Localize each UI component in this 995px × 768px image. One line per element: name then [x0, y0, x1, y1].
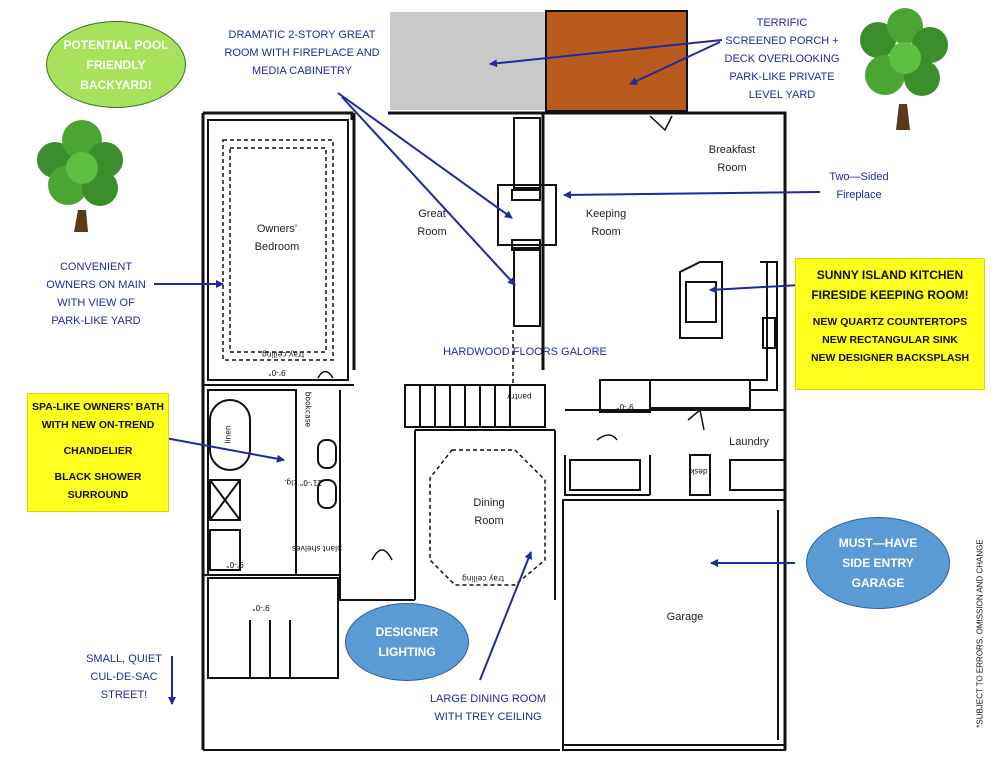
hall-ceiling-label: 9'-0" — [252, 603, 270, 612]
room-great-line-2: Room — [417, 226, 447, 238]
garage-line-3: GARAGE — [851, 576, 905, 590]
pool-line-1: POTENTIAL POOL — [63, 37, 169, 52]
garage-line-1: MUST—HAVE — [838, 536, 918, 550]
linen-label: linen — [223, 425, 233, 444]
great-room-note-line-1: DRAMATIC 2-STORY GREAT — [228, 29, 376, 41]
kitchen-line-2: FIRESIDE KEEPING ROOM! — [811, 288, 969, 302]
pool-callout: POTENTIAL POOL FRIENDLY BACKYARD! — [46, 21, 186, 108]
disclaimer: *SUBJECT TO ERRORS, OMISSION AND CHANGE — [975, 539, 985, 728]
room-laundry: Laundry — [729, 436, 769, 448]
great-room-note-line-2: ROOM WITH FIREPLACE AND — [224, 47, 380, 59]
garage-callout: MUST—HAVE SIDE ENTRY GARAGE — [806, 517, 950, 609]
lighting-line-2: LIGHTING — [378, 645, 436, 659]
interior-walls — [203, 117, 786, 751]
fireplace-note: Two—Sided Fireplace — [812, 168, 906, 204]
bath-line-5: SURROUND — [67, 489, 129, 501]
dining-note: LARGE DINING ROOM WITH TREY CEILING — [418, 690, 558, 726]
room-keeping-line-1: Keeping — [585, 208, 627, 220]
porch-note-line-4: PARK-LIKE PRIVATE — [729, 71, 835, 83]
room-great-line-1: Great — [418, 208, 446, 220]
dining-tray-ceiling-label: tray ceiling — [462, 574, 504, 583]
door-swings — [317, 115, 705, 561]
garage-line-2: SIDE ENTRY — [842, 556, 914, 570]
bath-line-2: WITH NEW ON-TREND — [41, 419, 155, 431]
room-keeping-line-2: Room — [591, 226, 621, 238]
bath-line-1: SPA-LIKE OWNERS’ BATH — [31, 401, 165, 413]
owners-note: CONVENIENT OWNERS ON MAIN WITH VIEW OF P… — [40, 258, 152, 330]
room-dining-line-1: Dining — [473, 497, 505, 509]
room-breakfast: Breakfast Room — [692, 141, 772, 177]
bath-line-3: CHANDELIER — [63, 445, 133, 457]
room-breakfast-line-1: Breakfast — [708, 144, 756, 156]
closet-ceiling-label: 9'-0" — [268, 368, 286, 377]
room-owners-line-2: Bedroom — [254, 241, 300, 253]
plant-shelf-label: plant shelves — [292, 544, 342, 553]
pool-line-2: FRIENDLY — [86, 57, 146, 72]
owners-note-line-4: PARK-LIKE YARD — [51, 315, 141, 327]
owners-note-line-3: WITH VIEW OF — [57, 297, 135, 309]
street-note-line-1: SMALL, QUIET — [86, 653, 162, 665]
owners-note-line-2: OWNERS ON MAIN — [46, 279, 146, 291]
tray-ceiling-outlines — [222, 139, 546, 586]
room-great: Great Room — [402, 205, 462, 241]
kitchen-line-1: SUNNY ISLAND KITCHEN — [816, 268, 964, 282]
great-room-note-line-3: MEDIA CABINETRY — [251, 65, 353, 77]
street-note-line-2: CUL-DE-SAC — [90, 671, 158, 683]
bookcase-label: bookcase — [303, 391, 313, 428]
tree-icon — [860, 8, 948, 130]
callout-arrows — [154, 39, 821, 705]
porch-note-line-2: SCREENED PORCH + — [725, 35, 839, 47]
owners-note-line-1: CONVENIENT — [59, 261, 133, 273]
pool-line-3: BACKYARD! — [80, 77, 152, 92]
pantry-label: pantry — [507, 392, 532, 401]
street-note-line-3: STREET! — [100, 689, 148, 701]
fireplace-note-line-2: Fireplace — [836, 189, 882, 201]
lighting-line-1: DESIGNER — [375, 625, 439, 639]
room-owners-bedroom: Owners’ Bedroom — [242, 220, 312, 256]
room-garage: Garage — [666, 611, 704, 623]
tree-icon — [37, 120, 123, 232]
bedroom-tray-ceiling-label: tray ceiling — [262, 350, 304, 359]
bath-highlight-box: SPA-LIKE OWNERS’ BATH WITH NEW ON-TREND … — [27, 393, 169, 512]
porch-note-line-1: TERRIFIC — [756, 17, 808, 29]
porch-note: TERRIFIC SCREENED PORCH + DECK OVERLOOKI… — [722, 14, 842, 104]
hardwood-note: HARDWOOD FLOORS GALORE — [443, 346, 607, 358]
room-keeping: Keeping Room — [575, 205, 637, 241]
room-owners-line-1: Owners’ — [256, 223, 298, 235]
fireplace-note-line-1: Two—Sided — [829, 171, 889, 183]
deck — [545, 10, 688, 112]
street-note: SMALL, QUIET CUL-DE-SAC STREET! — [78, 650, 170, 704]
kitchen-line-5: NEW DESIGNER BACKSPLASH — [810, 352, 970, 364]
room-dining-line-2: Room — [474, 515, 504, 527]
desk-label: desk — [690, 467, 708, 476]
great-room-note: DRAMATIC 2-STORY GREAT ROOM WITH FIREPLA… — [222, 26, 382, 80]
powder-ceiling-label: 9'-0" — [226, 560, 244, 569]
kitchen-highlight-box: SUNNY ISLAND KITCHEN FIRESIDE KEEPING RO… — [795, 258, 985, 390]
bath-ceiling-label: 11'-0" clg. — [284, 478, 323, 487]
lighting-callout: DESIGNER LIGHTING — [345, 603, 469, 681]
room-dining: Dining Room — [460, 494, 518, 530]
dining-note-line-2: WITH TREY CEILING — [434, 711, 542, 723]
porch-note-line-3: DECK OVERLOOKING — [724, 53, 840, 65]
kitchen-line-3: NEW QUARTZ COUNTERTOPS — [812, 316, 968, 328]
kitchen-ceiling-label: 9'-0" — [616, 402, 634, 411]
porch-note-line-5: LEVEL YARD — [748, 89, 816, 101]
kitchen-line-4: NEW RECTANGULAR SINK — [822, 334, 958, 346]
room-breakfast-line-2: Room — [717, 162, 747, 174]
bath-line-4: BLACK SHOWER — [54, 471, 142, 483]
dining-note-line-1: LARGE DINING ROOM — [429, 693, 547, 705]
